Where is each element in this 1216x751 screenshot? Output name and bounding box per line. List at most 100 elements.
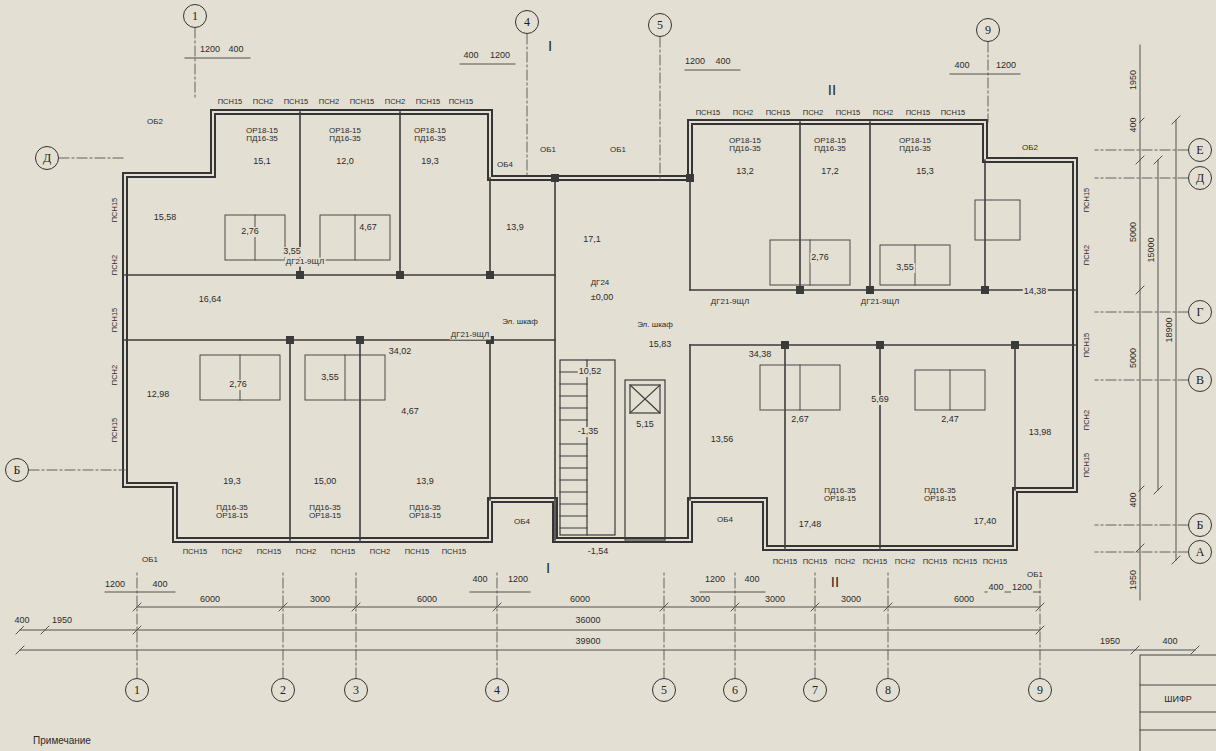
room-area: 12,98 xyxy=(146,390,171,400)
window-mark: ПСН2 xyxy=(221,548,243,556)
dimension-text: 5000 xyxy=(1129,221,1139,243)
axis-bubble: Г xyxy=(1188,300,1212,324)
room-area: 5,15 xyxy=(635,420,655,430)
dimension-text: 400 xyxy=(1129,116,1139,133)
room-area: 2,76 xyxy=(810,253,830,263)
window-mark: ПСН2 xyxy=(369,548,391,556)
axis-bubble: 7 xyxy=(803,678,827,702)
window-mark: ПСН2 xyxy=(318,98,340,106)
axis-letter: Б xyxy=(14,464,21,476)
dimension-text: 400 xyxy=(743,575,760,585)
note-text: Эл. шкаф xyxy=(636,321,674,330)
window-mark: ПСН15 xyxy=(217,98,244,106)
dimension-text: 1200 xyxy=(684,57,706,67)
opening-mark: ПД16-35 ОР18-15 xyxy=(818,487,862,504)
room-area: 14,38 xyxy=(1023,287,1048,297)
room-area: 2,67 xyxy=(790,415,810,425)
room-area: 3,55 xyxy=(282,247,302,257)
window-mark: ПСН15 xyxy=(256,548,283,556)
window-mark: ПСН2 xyxy=(732,109,754,117)
dimension-text: 400 xyxy=(151,580,168,590)
level-mark: -1,54 xyxy=(587,547,610,557)
axis-bubble: Б xyxy=(1188,513,1212,537)
dimension-text: 400 xyxy=(1161,637,1178,647)
dimension-text: 400 xyxy=(714,57,731,67)
window-mark: ПСН15 xyxy=(404,548,431,556)
corner-mark: ОБ4 xyxy=(513,518,531,527)
axis-bubble: 5 xyxy=(648,13,672,37)
window-mark: ПСН15 xyxy=(415,98,442,106)
dimension-text: 6000 xyxy=(199,595,221,605)
window-mark: ПСН15 xyxy=(802,558,829,566)
axis-bubble: Е xyxy=(1188,138,1212,162)
window-mark: ПСН2 xyxy=(111,254,119,276)
window-mark: ПСН15 xyxy=(862,558,889,566)
dimension-text: 400 xyxy=(987,583,1004,593)
axis-bubble: 5 xyxy=(652,678,676,702)
window-mark: ПСН15 xyxy=(1083,332,1091,359)
room-area: 19,3 xyxy=(420,157,440,167)
axis-letter: 5 xyxy=(657,19,663,31)
level-mark: -1,35 xyxy=(577,427,600,437)
window-mark: ПСН2 xyxy=(295,548,317,556)
room-area: 15,3 xyxy=(915,167,935,177)
corner-mark: ОБ2 xyxy=(146,118,164,127)
section-mark: II xyxy=(830,574,840,591)
window-mark: ПСН15 xyxy=(111,417,119,444)
corner-mark: ОБ1 xyxy=(609,146,627,155)
dimension-text: 6000 xyxy=(953,595,975,605)
axis-bubble: 9 xyxy=(976,18,1000,42)
dimension-text: 3000 xyxy=(689,595,711,605)
door-mark: ДГ24 xyxy=(590,279,611,288)
room-area: 3,55 xyxy=(320,373,340,383)
opening-mark: ОР18-15 ПД16-35 xyxy=(408,127,452,144)
axis-letter: Г xyxy=(1197,306,1204,318)
axis-bubble: 1 xyxy=(183,4,207,28)
axis-letter: 5 xyxy=(661,684,667,696)
axis-bubble: 9 xyxy=(1028,678,1052,702)
window-mark: ПСН2 xyxy=(802,109,824,117)
window-mark: ПСН15 xyxy=(349,98,376,106)
door-mark: ДГ21-9ЩЛ xyxy=(710,298,751,307)
dimension-text: 1200 xyxy=(507,575,529,585)
corner-mark: ОБ4 xyxy=(716,516,734,525)
axis-letter: Б xyxy=(1197,519,1204,531)
corner-mark: ОБ4 xyxy=(496,161,514,170)
dimension-text: 6000 xyxy=(416,595,438,605)
room-area: 2,47 xyxy=(940,415,960,425)
room-area: 19,3 xyxy=(222,477,242,487)
axis-letter: 1 xyxy=(134,684,140,696)
section-mark: I xyxy=(545,560,551,577)
room-area: 13,9 xyxy=(505,223,525,233)
axis-letter: Д xyxy=(43,152,51,164)
axis-letter: 2 xyxy=(280,684,286,696)
axis-bubble: 4 xyxy=(515,10,539,34)
axis-bubble: 4 xyxy=(485,678,509,702)
window-mark: ПСН15 xyxy=(905,109,932,117)
axis-bubble: Д xyxy=(35,146,59,170)
dimension-text: 400 xyxy=(227,45,244,55)
level-mark: ±0,00 xyxy=(590,293,614,303)
dimension-text: 1200 xyxy=(995,61,1017,71)
dimension-text: 1200 xyxy=(489,51,511,61)
dimension-text: 1950 xyxy=(1129,69,1139,91)
note-text: Эл. шкаф xyxy=(501,318,539,327)
room-area: 15,00 xyxy=(313,477,338,487)
dimension-text: 36000 xyxy=(574,616,601,626)
corner-mark: ОБ2 xyxy=(1021,144,1039,153)
room-area: 4,67 xyxy=(400,407,420,417)
window-mark: ПСН15 xyxy=(111,307,119,334)
room-area: 13,56 xyxy=(710,435,735,445)
section-mark: I xyxy=(547,38,553,55)
window-mark: ПСН2 xyxy=(111,364,119,386)
axis-bubble: Д xyxy=(1188,166,1212,190)
dimension-text: 3000 xyxy=(309,595,331,605)
room-area: 13,2 xyxy=(735,167,755,177)
axis-letter: 4 xyxy=(524,16,530,28)
dimension-text: 5000 xyxy=(1129,347,1139,369)
dimension-text: 1200 xyxy=(104,580,126,590)
corner-mark: ОБ1 xyxy=(141,556,159,565)
room-area: 17,48 xyxy=(798,520,823,530)
room-area: 17,1 xyxy=(582,235,602,245)
